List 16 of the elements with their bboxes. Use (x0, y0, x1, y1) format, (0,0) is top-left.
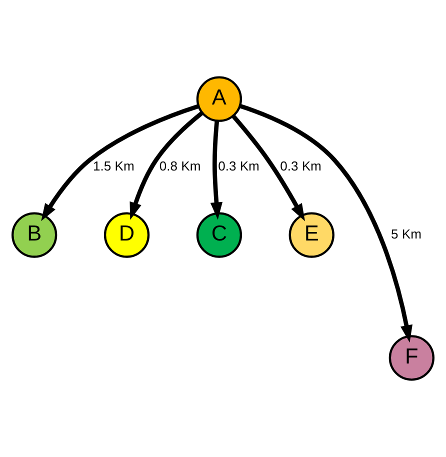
node-circle: B (12, 212, 58, 258)
node-circle: A (196, 76, 242, 122)
edge-label: 5 Km (391, 226, 422, 242)
arrow (232, 114, 305, 222)
node-circle: C (196, 212, 242, 258)
node-circle: F (388, 335, 434, 381)
arrow (239, 104, 412, 343)
arrow (41, 104, 199, 222)
arrow (130, 111, 204, 220)
node-circle: E (288, 212, 334, 258)
edge-label: 0.8 Km (159, 158, 201, 174)
edge-label: 1.5 Km (93, 158, 134, 174)
edge-label: 0.3 Km (280, 158, 322, 174)
arrow (210, 120, 223, 220)
node-circle: D (104, 212, 150, 258)
edge-label: 0.3 Km (218, 158, 260, 174)
